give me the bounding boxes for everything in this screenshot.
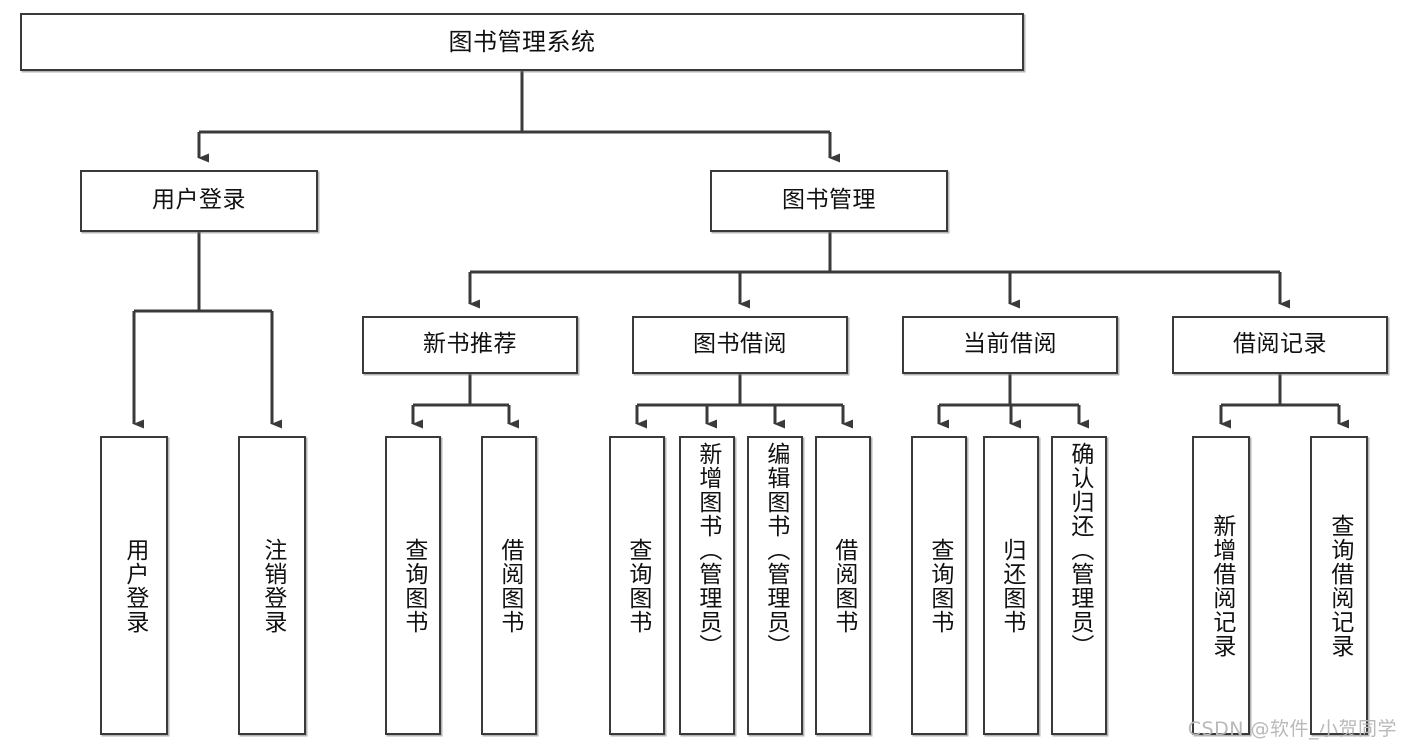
leaf-confirm-return-admin[interactable]: 确认归还（管理员）	[1051, 436, 1107, 735]
node-current-borrow-label: 当前借阅	[963, 331, 1057, 358]
leaf-user-login[interactable]: 用户登录	[100, 436, 168, 735]
leaf-borrow-book-label: 借阅图书	[830, 537, 857, 634]
node-book-borrow-label: 图书借阅	[693, 331, 787, 358]
leaf-edit-book-admin-label: 编辑图书（管理员）	[762, 442, 789, 658]
leaf-query-book-borrow[interactable]: 查询图书	[609, 436, 665, 735]
leaf-query-borrow-record[interactable]: 查询借阅记录	[1310, 436, 1368, 735]
node-current-borrow[interactable]: 当前借阅	[902, 316, 1118, 374]
leaf-add-book-admin-label: 新增图书（管理员）	[694, 442, 721, 658]
node-borrow-record-label: 借阅记录	[1233, 331, 1327, 358]
node-book-borrow[interactable]: 图书借阅	[632, 316, 848, 374]
leaf-logout-label: 注销登录	[259, 537, 286, 634]
leaf-logout[interactable]: 注销登录	[238, 436, 306, 735]
node-new-book-recommend-label: 新书推荐	[423, 331, 517, 358]
leaf-query-book-recommend-label: 查询图书	[400, 537, 427, 634]
node-root-label: 图书管理系统	[448, 27, 596, 56]
leaf-borrow-book[interactable]: 借阅图书	[815, 436, 871, 735]
leaf-return-book-label: 归还图书	[998, 537, 1025, 634]
leaf-query-book-borrow-label: 查询图书	[624, 537, 651, 634]
node-user-login-label: 用户登录	[152, 187, 246, 214]
leaf-query-book-current[interactable]: 查询图书	[911, 436, 967, 735]
leaf-borrow-book-recommend[interactable]: 借阅图书	[481, 436, 537, 735]
leaf-borrow-book-recommend-label: 借阅图书	[496, 537, 523, 634]
node-root[interactable]: 图书管理系统	[20, 13, 1024, 71]
node-book-management-label: 图书管理	[782, 187, 876, 214]
leaf-confirm-return-admin-label: 确认归还（管理员）	[1066, 442, 1093, 658]
leaf-query-borrow-record-label: 查询借阅记录	[1326, 513, 1353, 658]
leaf-user-login-label: 用户登录	[121, 537, 148, 634]
leaf-return-book[interactable]: 归还图书	[983, 436, 1039, 735]
node-borrow-record[interactable]: 借阅记录	[1172, 316, 1388, 374]
leaf-add-book-admin[interactable]: 新增图书（管理员）	[679, 436, 735, 735]
leaf-query-book-current-label: 查询图书	[926, 537, 953, 634]
node-user-login[interactable]: 用户登录	[80, 170, 318, 232]
leaf-add-borrow-record-label: 新增借阅记录	[1208, 513, 1235, 658]
leaf-edit-book-admin[interactable]: 编辑图书（管理员）	[747, 436, 803, 735]
node-book-management[interactable]: 图书管理	[710, 170, 948, 232]
leaf-add-borrow-record[interactable]: 新增借阅记录	[1192, 436, 1250, 735]
node-new-book-recommend[interactable]: 新书推荐	[362, 316, 578, 374]
leaf-query-book-recommend[interactable]: 查询图书	[385, 436, 441, 735]
